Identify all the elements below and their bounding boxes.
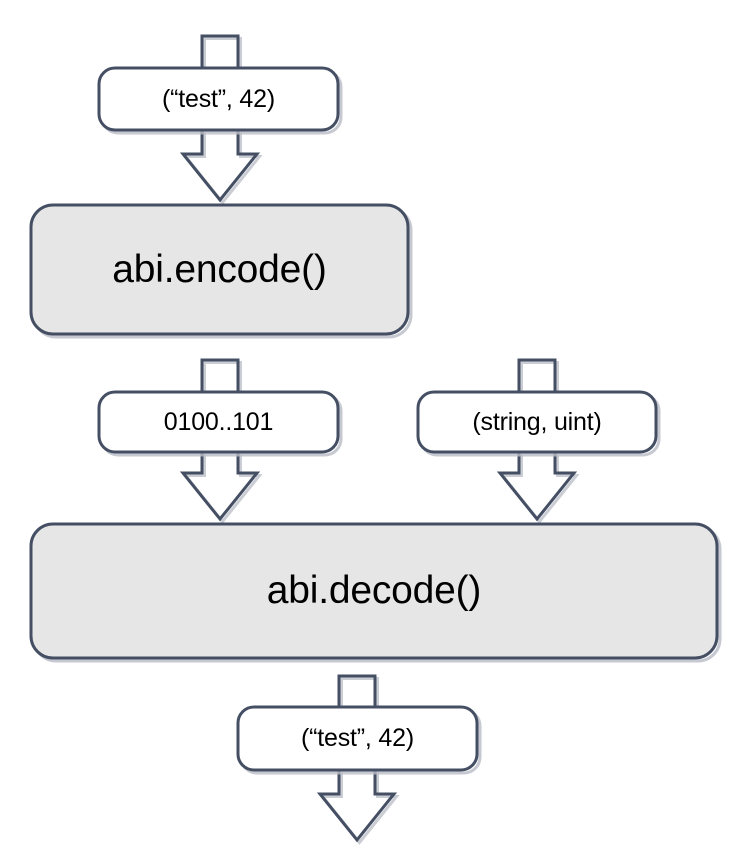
node-abi-encode[interactable] — [29, 203, 410, 336]
arrow-output-downstream-shadow — [319, 772, 400, 845]
node-type-tuple[interactable] — [416, 390, 658, 454]
arrow-bytes-to-decode — [179, 452, 261, 522]
stub-into-input-top-shadow — [203, 37, 242, 74]
stub-into-input-top — [200, 34, 240, 71]
stub-into-encoded-bytes-shadow — [203, 361, 242, 398]
node-output-tuple-bottom[interactable] — [236, 705, 479, 772]
stub-into-encoded-bytes — [200, 358, 240, 395]
node-layer — [29, 66, 722, 775]
node-input-tuple-top[interactable] — [97, 66, 340, 132]
arrow-output-downstream — [316, 770, 398, 843]
node-abi-decode[interactable] — [29, 522, 719, 660]
connector-layer — [179, 34, 580, 845]
arrow-types-to-decode — [496, 452, 578, 522]
arrow-types-to-decode-shadow — [499, 454, 580, 524]
node-encoded-bytes[interactable] — [97, 390, 340, 454]
stub-into-output-bottom — [337, 674, 377, 710]
stub-into-type-tuple-shadow — [520, 361, 559, 398]
arrow-input-to-encode — [179, 130, 261, 203]
stub-into-type-tuple — [517, 358, 557, 395]
stub-into-output-bottom-shadow — [340, 677, 379, 713]
arrow-input-to-encode-shadow — [182, 132, 263, 205]
arrow-bytes-to-decode-shadow — [182, 454, 263, 524]
